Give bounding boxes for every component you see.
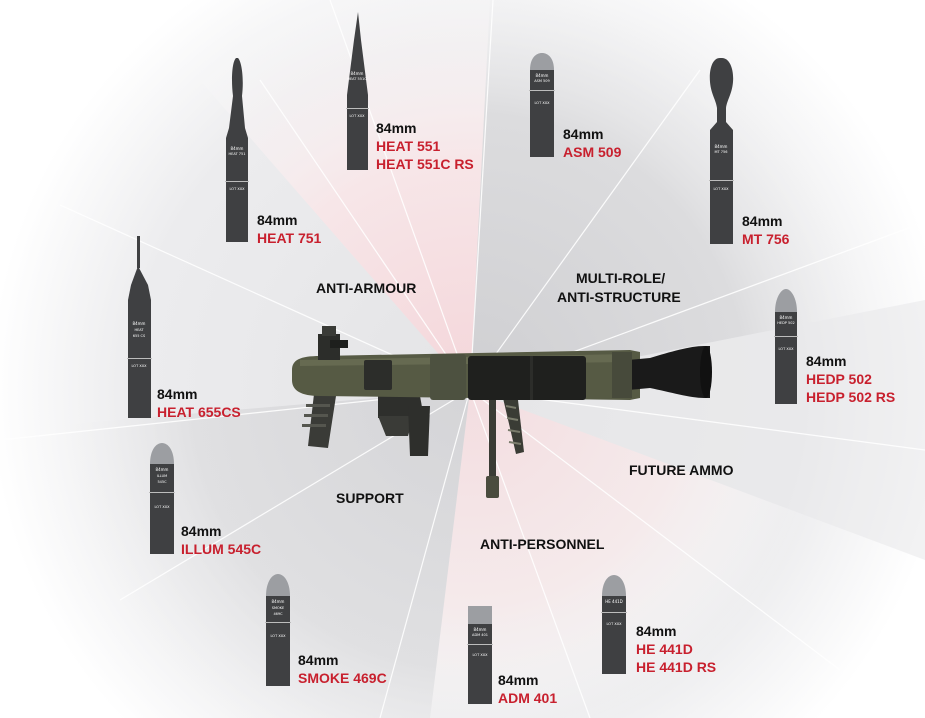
- round-name: SMOKE 469C: [298, 670, 387, 686]
- round-mt-756: 84mm MT 756 LOT XXX: [709, 58, 734, 244]
- round-heat-751: 84mm HEAT 751 LOT XXX: [225, 58, 249, 242]
- label-asm-509: 84mm ASM 509: [563, 125, 621, 161]
- svg-text:MT 756: MT 756: [715, 150, 728, 154]
- shoulder-piece: [430, 354, 466, 400]
- tube-wrap: [468, 356, 586, 400]
- round-name: ADM 401: [498, 690, 558, 706]
- round-name: HE 441D: [636, 641, 693, 657]
- svg-text:LOT XXX: LOT XXX: [229, 187, 245, 191]
- svg-text:84mm: 84mm: [780, 315, 793, 320]
- sector-support: [0, 390, 470, 718]
- svg-text:84mm: 84mm: [351, 71, 364, 76]
- svg-text:SMOKE: SMOKE: [272, 606, 285, 610]
- round-name: HEAT 751: [257, 230, 322, 246]
- svg-text:84mm: 84mm: [156, 467, 169, 472]
- label-smoke-469c: 84mm SMOKE 469C: [298, 651, 387, 687]
- sector-future-ammo: [470, 300, 925, 560]
- sight: [318, 326, 392, 390]
- svg-text:LOT XXX: LOT XXX: [778, 347, 794, 351]
- category-future-ammo: FUTURE AMMO: [629, 462, 734, 478]
- label-heat-655cs: 84mm HEAT 655CS: [157, 385, 241, 421]
- round-he-441d: HE 441D LOT XXX: [601, 575, 627, 674]
- svg-text:84mm: 84mm: [272, 599, 285, 604]
- label-adm-401: 84mm ADM 401: [498, 671, 557, 707]
- category-support: SUPPORT: [336, 490, 404, 506]
- round-name: HE 441D RS: [636, 659, 717, 675]
- caliber-text: 84mm: [563, 126, 604, 142]
- sector-anti-personnel: [430, 390, 925, 718]
- round-name: ASM 509: [563, 144, 622, 160]
- svg-text:655 CS: 655 CS: [133, 334, 146, 338]
- svg-text:LOT XXX: LOT XXX: [472, 653, 488, 657]
- round-name: HEAT 551C RS: [376, 156, 474, 172]
- svg-text:LOT XXX: LOT XXX: [154, 505, 170, 509]
- caliber-text: 84mm: [298, 652, 339, 668]
- round-name: HEAT 551: [376, 138, 441, 154]
- category-multi-role-line1: MULTI-ROLE/: [576, 270, 666, 286]
- round-name: MT 756: [742, 231, 790, 247]
- svg-text:LOT XXX: LOT XXX: [270, 634, 286, 638]
- svg-text:HEDP 502: HEDP 502: [777, 321, 794, 325]
- svg-text:84mm: 84mm: [536, 73, 549, 78]
- round-heat-655cs: 84mm HEAT 655 CS LOT XXX: [127, 236, 152, 418]
- caliber-text: 84mm: [806, 353, 847, 369]
- svg-text:84mm: 84mm: [133, 321, 146, 326]
- label-he-441d: 84mm HE 441D HE 441D RS: [636, 622, 716, 676]
- round-name: HEAT 655CS: [157, 404, 241, 420]
- bipod: [486, 398, 524, 498]
- round-name: HEDP 502: [806, 371, 872, 387]
- round-name: ILLUM 545C: [181, 541, 262, 557]
- round-smoke-469c: 84mm SMOKE 469C LOT XXX: [265, 574, 291, 686]
- caliber-text: 84mm: [157, 386, 198, 402]
- round-adm-401: 84mm ADM 401 LOT XXX: [467, 606, 493, 704]
- sector-anti-armour: [130, 0, 490, 390]
- round-asm-509: 84mm ASM 509 LOT XXX: [529, 53, 555, 157]
- round-heat-551: 84mm HEAT 551C LOT XXX: [346, 12, 369, 170]
- caliber-text: 84mm: [181, 523, 222, 539]
- svg-text:469C: 469C: [273, 612, 283, 616]
- round-illum-545c: 84mm ILLUM 545C LOT XXX: [149, 443, 175, 554]
- svg-text:545C: 545C: [157, 480, 167, 484]
- svg-text:HEAT: HEAT: [134, 328, 144, 332]
- category-multi-role-line2: ANTI-STRUCTURE: [557, 289, 681, 305]
- svg-text:84mm: 84mm: [474, 627, 487, 632]
- label-heat-551: 84mm HEAT 551 HEAT 551C RS: [376, 119, 474, 173]
- svg-text:ASM 509: ASM 509: [534, 79, 549, 83]
- svg-text:LOT XXX: LOT XXX: [131, 364, 147, 368]
- svg-text:LOT XXX: LOT XXX: [606, 622, 622, 626]
- grip-assembly: [302, 394, 430, 456]
- svg-text:HEAT 751: HEAT 751: [229, 152, 246, 156]
- svg-text:84mm: 84mm: [231, 146, 244, 151]
- svg-text:84mm: 84mm: [715, 144, 728, 149]
- caliber-text: 84mm: [742, 213, 783, 229]
- category-anti-personnel: ANTI-PERSONNEL: [480, 536, 605, 552]
- svg-text:HEAT 551C: HEAT 551C: [347, 77, 367, 81]
- venturi: [628, 346, 710, 398]
- round-name: HEDP 502 RS: [806, 389, 896, 405]
- sector-multi-role: [470, 0, 925, 390]
- svg-text:LOT XXX: LOT XXX: [713, 187, 729, 191]
- label-heat-751: 84mm HEAT 751: [257, 211, 321, 247]
- svg-text:ADM 401: ADM 401: [472, 633, 488, 637]
- label-mt-756: 84mm MT 756: [742, 212, 789, 248]
- svg-text:LOT XXX: LOT XXX: [534, 101, 550, 105]
- label-hedp-502: 84mm HEDP 502 HEDP 502 RS: [806, 352, 895, 406]
- caliber-text: 84mm: [636, 623, 677, 639]
- label-illum-545c: 84mm ILLUM 545C: [181, 522, 261, 558]
- round-hedp-502: 84mm HEDP 502 LOT XXX: [774, 289, 798, 404]
- caliber-text: 84mm: [498, 672, 539, 688]
- svg-text:HE 441D: HE 441D: [605, 599, 623, 604]
- caliber-text: 84mm: [257, 212, 298, 228]
- caliber-text: 84mm: [376, 120, 417, 136]
- svg-text:ILLUM: ILLUM: [157, 474, 167, 478]
- svg-text:LOT XXX: LOT XXX: [349, 114, 365, 118]
- category-anti-armour: ANTI-ARMOUR: [316, 280, 417, 296]
